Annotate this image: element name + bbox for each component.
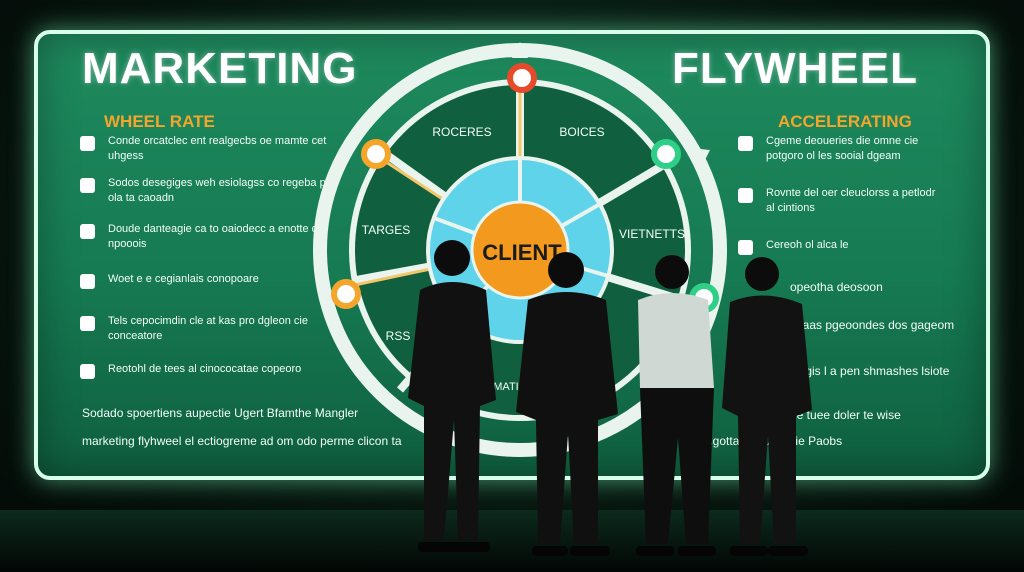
node-icon [361, 139, 391, 169]
right-line: soigis l a pen shmashes lsiote [790, 364, 950, 378]
segment-label: BOICES [559, 125, 604, 139]
checkbox[interactable] [80, 224, 95, 239]
title-flywheel: FLYWHEEL [672, 44, 918, 93]
right-line: de tuee doler te wise [790, 408, 901, 422]
right-line: le aas pgeoondes dos gageom [790, 318, 955, 332]
center-hub [470, 200, 570, 300]
person-silhouette [516, 252, 618, 556]
segment-label: VIETNETTS [619, 227, 685, 241]
person-silhouette [636, 255, 716, 556]
checkbox[interactable] [738, 188, 753, 203]
arrow-icon [690, 148, 710, 166]
person-silhouette [408, 240, 496, 552]
checkbox[interactable] [738, 240, 753, 255]
checkbox[interactable] [80, 316, 95, 331]
segment-label: ROCERES [432, 125, 491, 139]
center-label: CLIENT [482, 240, 562, 265]
segment-label: MATI [493, 381, 518, 393]
checkbox[interactable] [80, 364, 95, 379]
right-line: opeotha deosoon [790, 280, 883, 294]
segment-label: TARGES [362, 223, 410, 237]
person-silhouette [722, 257, 812, 556]
checkbox[interactable] [738, 136, 753, 151]
checkbox[interactable] [80, 178, 95, 193]
footer-note-1: Sodado spoertiens aupectie Ugert Bfamthe… [82, 406, 359, 420]
node-icon [507, 63, 537, 93]
checkbox[interactable] [80, 274, 95, 289]
floor [0, 510, 1024, 572]
node-icon [651, 139, 681, 169]
arrow-icon [512, 42, 528, 58]
left-panel-heading: WHEEL RATE [104, 112, 215, 131]
segment-label: RSS [386, 329, 411, 343]
right-panel-heading: ACCELERATING [778, 112, 912, 131]
node-icon [331, 279, 361, 309]
title-marketing: MARKETING [82, 44, 358, 93]
footer-note-2: marketing flyhweel el ectiogreme ad om o… [82, 434, 402, 448]
checkbox[interactable] [80, 136, 95, 151]
